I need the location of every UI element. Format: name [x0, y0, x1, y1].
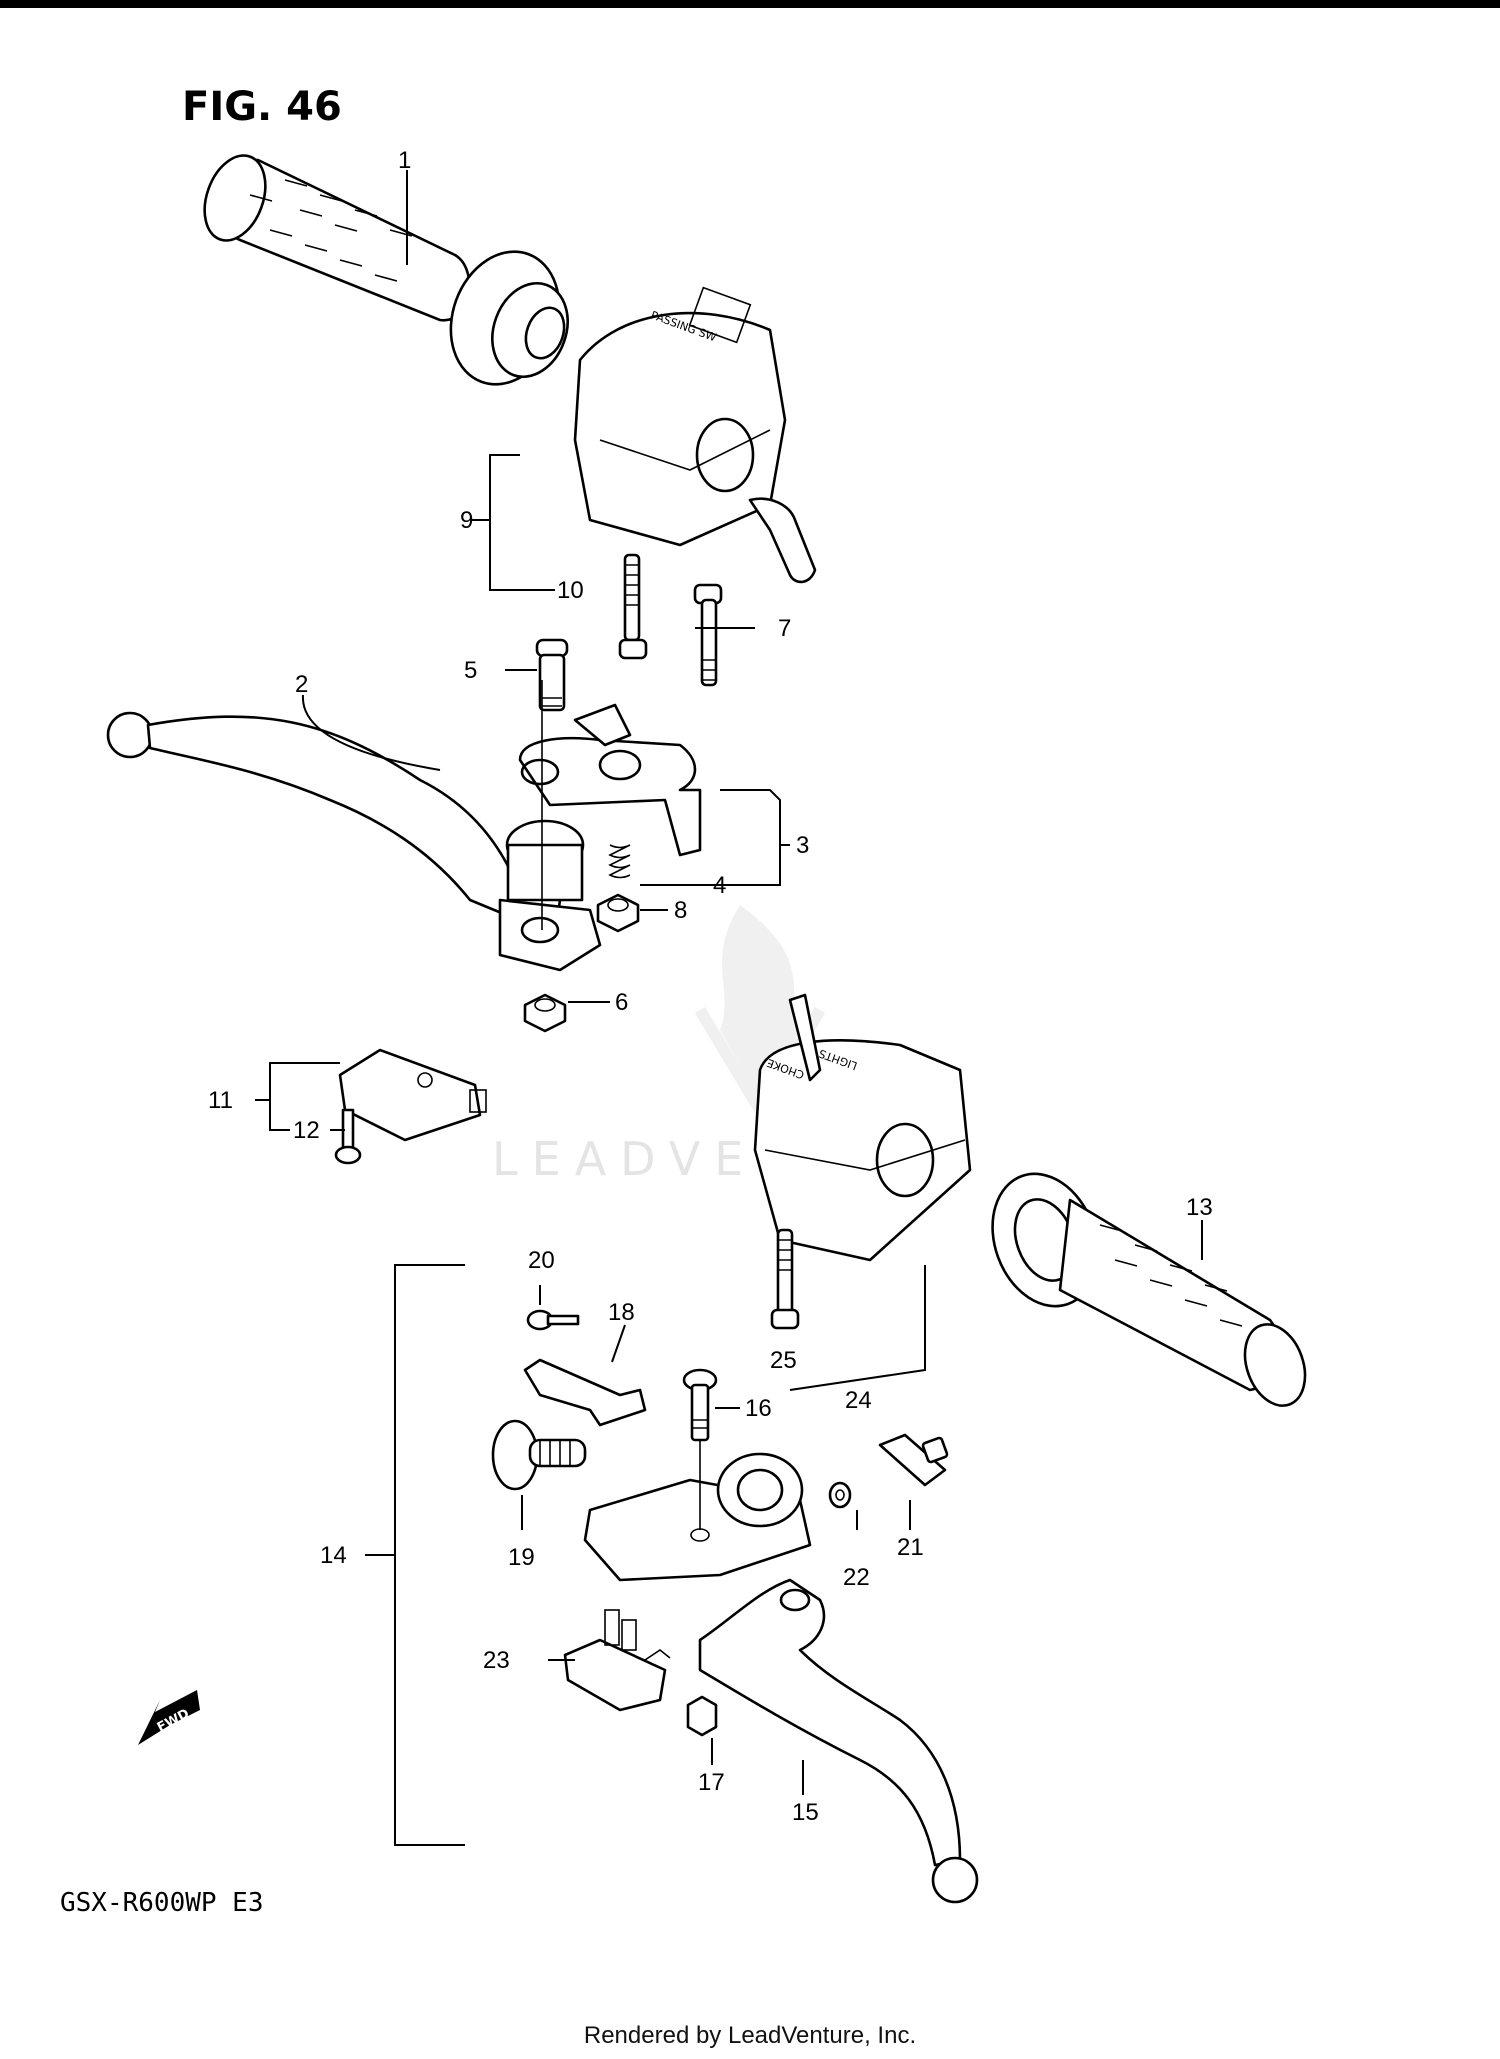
callout-8: 8 — [674, 897, 687, 924]
switch-23 — [563, 1609, 671, 1712]
callout-23: 23 — [483, 1647, 510, 1674]
master-cylinder-mount — [583, 1452, 812, 1582]
callout-11: 11 — [208, 1087, 233, 1114]
lever-bracket — [518, 703, 702, 857]
callout-19: 19 — [508, 1544, 535, 1571]
clutch-lever — [106, 680, 602, 972]
screw-20 — [526, 1309, 580, 1331]
callout-7: 7 — [778, 615, 791, 642]
nut-6 — [523, 993, 567, 1033]
right-switch-housing — [753, 993, 972, 1262]
callout-25: 25 — [770, 1347, 797, 1374]
callout-2: 2 — [295, 671, 308, 698]
bracket-18 — [523, 1358, 647, 1427]
switch-11 — [338, 1048, 487, 1142]
nut-17 — [686, 1695, 718, 1737]
washer-22 — [828, 1481, 852, 1509]
right-grip — [991, 1172, 1307, 1407]
callout-labels: 1 2 3 4 5 6 7 8 9 10 11 12 13 14 15 16 1… — [208, 147, 1213, 1826]
callout-16: 16 — [745, 1395, 772, 1422]
top-rule — [0, 0, 1500, 8]
callout-5: 5 — [464, 657, 477, 684]
bolt-16 — [682, 1368, 718, 1530]
screw-25 — [770, 1228, 800, 1330]
callout-15: 15 — [792, 1799, 819, 1826]
brake-lever — [698, 1578, 979, 1904]
callout-13: 13 — [1186, 1194, 1213, 1221]
model-code: GSX-R600WP E3 — [60, 1888, 264, 1918]
leader-lines — [255, 170, 1203, 1846]
callout-10: 10 — [557, 577, 584, 604]
callout-3: 3 — [796, 832, 809, 859]
footer-credit: Rendered by LeadVenture, Inc. — [583, 2022, 917, 2049]
nut-8 — [596, 893, 640, 933]
screw-12 — [334, 1108, 362, 1165]
callout-18: 18 — [608, 1299, 635, 1326]
callout-1: 1 — [398, 147, 411, 174]
adjuster-19 — [491, 1419, 587, 1491]
callout-6: 6 — [615, 989, 628, 1016]
callout-20: 20 — [528, 1247, 555, 1274]
callout-14: 14 — [320, 1542, 347, 1569]
callout-17: 17 — [698, 1769, 725, 1796]
callout-4: 4 — [713, 872, 726, 899]
left-grip — [203, 154, 569, 386]
callout-12: 12 — [293, 1117, 320, 1144]
callout-21: 21 — [897, 1534, 924, 1561]
fwd-arrow-icon: FWD — [138, 1690, 200, 1745]
screw-10 — [618, 553, 648, 660]
callout-9: 9 — [460, 507, 473, 534]
screw-7 — [693, 583, 723, 687]
spring-4 — [608, 844, 631, 879]
bolt-21 — [878, 1433, 949, 1487]
callout-22: 22 — [843, 1564, 870, 1591]
figure-title: FIG. 46 — [182, 84, 342, 130]
left-switch-housing — [573, 286, 817, 584]
pin-5 — [535, 638, 569, 712]
callout-24: 24 — [845, 1387, 872, 1414]
